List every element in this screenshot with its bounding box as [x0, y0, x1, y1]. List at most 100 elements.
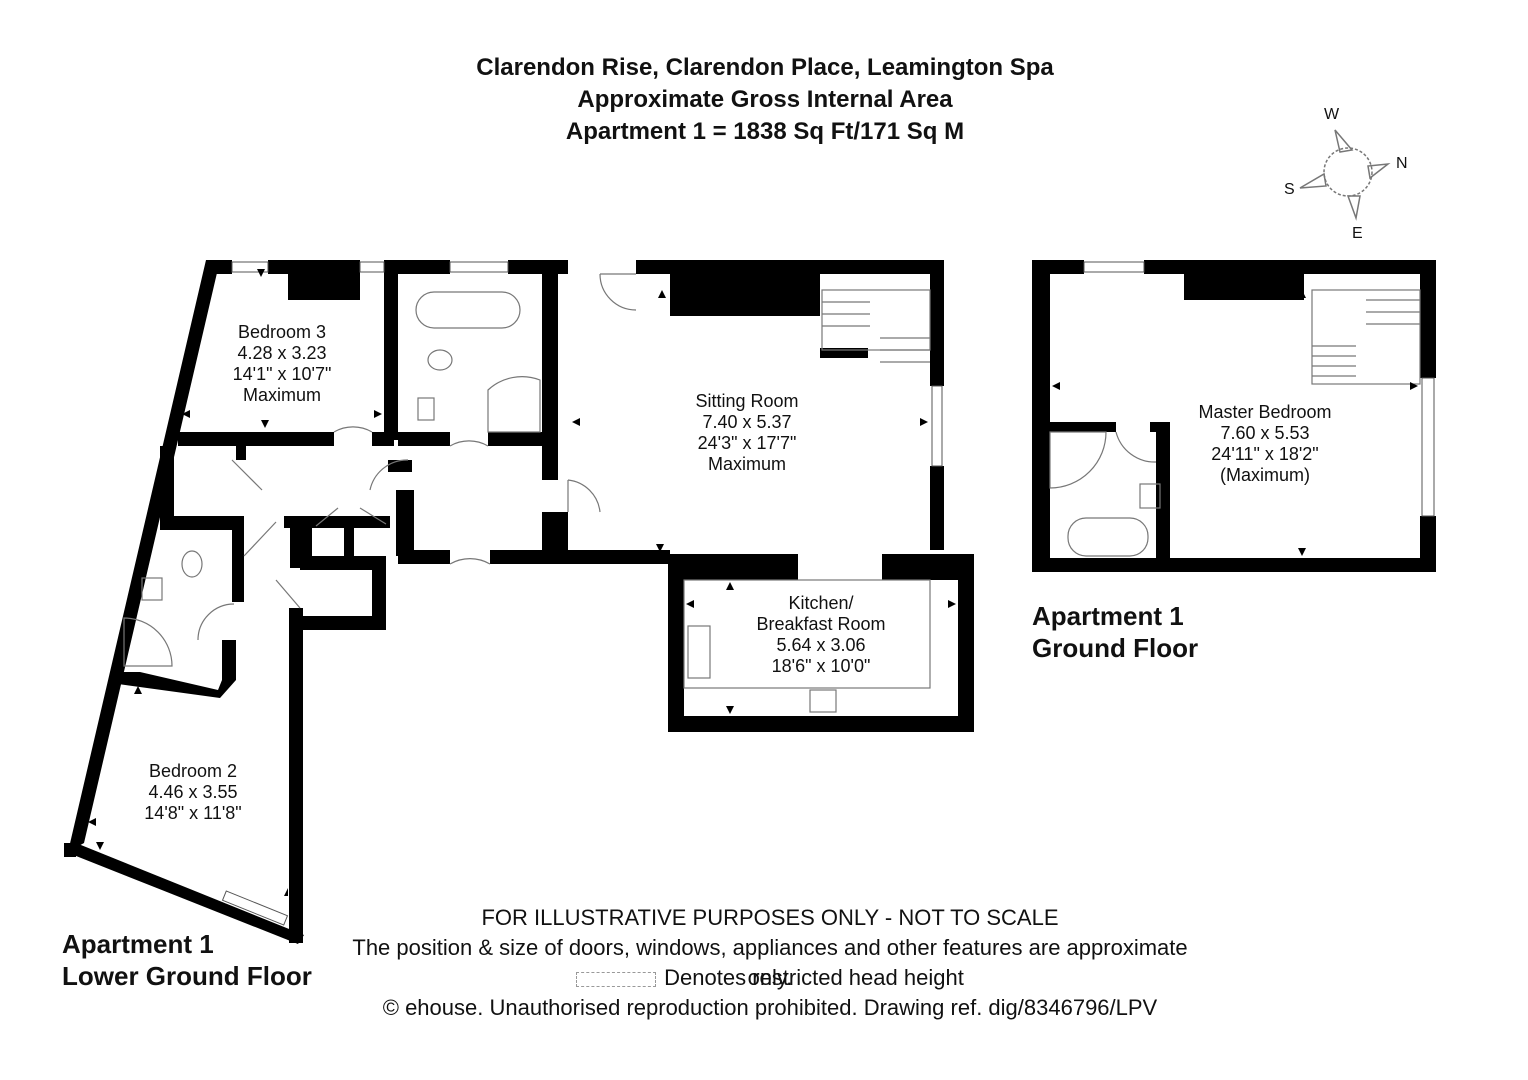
copyright-text: © ehouse. Unauthorised reproduction proh…	[382, 995, 1158, 1020]
room-label-bedroom3: Bedroom 3 4.28 x 3.23 14'1" x 10'7" Maxi…	[212, 322, 352, 406]
basin-bath	[417, 397, 435, 421]
window-bath	[449, 261, 509, 273]
compass-w: W	[1324, 106, 1340, 123]
room-imperial: 14'1" x 10'7"	[232, 364, 332, 384]
stairs-sitting	[821, 289, 931, 351]
area-summary: Apartment 1 = 1838 Sq Ft/171 Sq M	[565, 118, 965, 145]
room-label-kitchen: Kitchen/ Breakfast Room 5.64 x 3.06 18'6…	[736, 593, 906, 677]
dim-arrow	[1298, 290, 1306, 298]
toilet-bath	[427, 349, 453, 371]
wall-bath-bottom	[398, 432, 450, 446]
floor-line-1: Apartment 1	[1032, 601, 1184, 631]
shower-master	[1049, 431, 1107, 489]
stairs-master-treads	[1312, 299, 1420, 377]
basin-wc	[141, 577, 163, 601]
gf-wall-west	[1032, 260, 1050, 572]
room-imperial: 14'8" x 11'8"	[144, 803, 242, 823]
area-subtitle: Approximate Gross Internal Area	[577, 86, 953, 113]
dim-arrow	[1052, 382, 1060, 390]
kitchen-sink	[687, 625, 711, 679]
door-bath	[449, 440, 489, 447]
gf-chimney	[1184, 260, 1304, 300]
door-bedroom3	[333, 426, 373, 433]
window-sitting-east	[931, 385, 943, 467]
wall-wc-east	[232, 516, 244, 602]
wall-wc-lower	[222, 640, 236, 680]
disclaimer-title: FOR ILLUSTRATIVE PURPOSES ONLY - NOT TO …	[481, 905, 1059, 930]
wall-sitting-bottom-b	[882, 554, 972, 580]
dim-arrow	[920, 418, 928, 426]
window-bedroom2	[221, 890, 289, 926]
wall-sitting-east-b	[930, 466, 944, 550]
dim-arrow	[182, 410, 190, 418]
gf-wall-bottom	[1032, 558, 1436, 572]
gf-wall-ensuite-top-b	[1150, 422, 1166, 432]
wall-sitting-bottom-a	[668, 554, 798, 580]
dim-arrow	[1298, 548, 1306, 556]
disclaimer-text: The position & size of doors, windows, a…	[352, 935, 1188, 990]
wall-wc-top	[160, 516, 240, 530]
dim-arrow	[572, 418, 580, 426]
stairs-sitting-treads	[822, 301, 930, 363]
compass-rose-icon	[1299, 129, 1391, 221]
dim-arrow	[284, 888, 288, 896]
wall-top-bedroom3-a	[206, 260, 232, 274]
compass-n: N	[1396, 155, 1408, 172]
dim-arrow	[686, 600, 694, 608]
wall-hall-south	[398, 550, 450, 564]
wall-store	[300, 556, 376, 570]
door-hall-a	[231, 459, 263, 491]
kitchen-hob	[809, 689, 837, 713]
room-name: Master Bedroom	[1198, 402, 1332, 422]
floor-line-2: Ground Floor	[1032, 633, 1199, 663]
wall-kitchen-east	[958, 554, 974, 732]
room-name: Kitchen/	[788, 593, 854, 613]
floor-label-lower: Apartment 1 Lower Ground Floor	[62, 928, 312, 992]
room-name-2: Breakfast Room	[756, 614, 886, 634]
wall-hall-east-a	[236, 445, 246, 460]
door-bed2	[275, 579, 301, 609]
floor-label-ground: Apartment 1 Ground Floor	[1032, 600, 1198, 664]
wall-store-bottom	[300, 616, 386, 630]
floor-line-2: Lower Ground Floor	[62, 961, 312, 991]
wall-hall-pier	[396, 490, 414, 556]
chimney-bedroom3	[288, 260, 360, 300]
room-metric: 7.60 x 5.53	[1220, 423, 1310, 443]
dim-arrow	[261, 420, 269, 428]
room-imperial: 18'6" x 10'0"	[771, 656, 871, 676]
room-label-bedroom2: Bedroom 2 4.46 x 3.55 14'8" x 11'8"	[123, 761, 263, 824]
room-metric: 4.46 x 3.55	[148, 782, 238, 802]
wall-sitting-east	[930, 260, 944, 386]
shower-bath	[487, 376, 541, 433]
restricted-height-label: Denotes restricted head height	[664, 965, 964, 990]
compass-e: E	[1352, 225, 1363, 242]
outer-wall-bedroom2-base	[66, 843, 304, 944]
room-name: Bedroom 2	[148, 761, 238, 781]
door-south-hall	[449, 558, 491, 565]
gf-wall-east	[1420, 260, 1436, 378]
shower-wc	[123, 617, 173, 667]
wall-wc-bottom	[118, 672, 236, 698]
dim-arrow	[88, 818, 96, 826]
room-note: Maximum	[707, 454, 786, 474]
restricted-height-legend: Denotes restricted head height	[340, 963, 1200, 993]
door-cupboard-b	[359, 507, 387, 525]
door-sitting-hall	[567, 479, 601, 513]
wall-bath-east	[542, 260, 558, 480]
wall-bath-bottom-b	[488, 432, 548, 446]
window-master-east	[1421, 377, 1435, 517]
room-label-master: Master Bedroom 7.60 x 5.53 24'11" x 18'2…	[1180, 402, 1350, 486]
basin-master	[1139, 483, 1161, 509]
wall-sitting-west	[542, 512, 568, 562]
master-bathtub	[1067, 517, 1149, 557]
dim-arrow	[948, 600, 956, 608]
door-wc	[197, 603, 235, 641]
room-metric: 4.28 x 3.23	[237, 343, 327, 363]
dim-arrow	[1410, 382, 1418, 390]
stair-landing	[820, 348, 868, 358]
room-note: Maximum	[242, 385, 321, 405]
dim-arrow	[658, 290, 666, 298]
wall-kitchen-bottom	[668, 716, 974, 732]
wall-cupboard-div-b	[344, 516, 354, 556]
room-note: (Maximum)	[1220, 465, 1310, 485]
